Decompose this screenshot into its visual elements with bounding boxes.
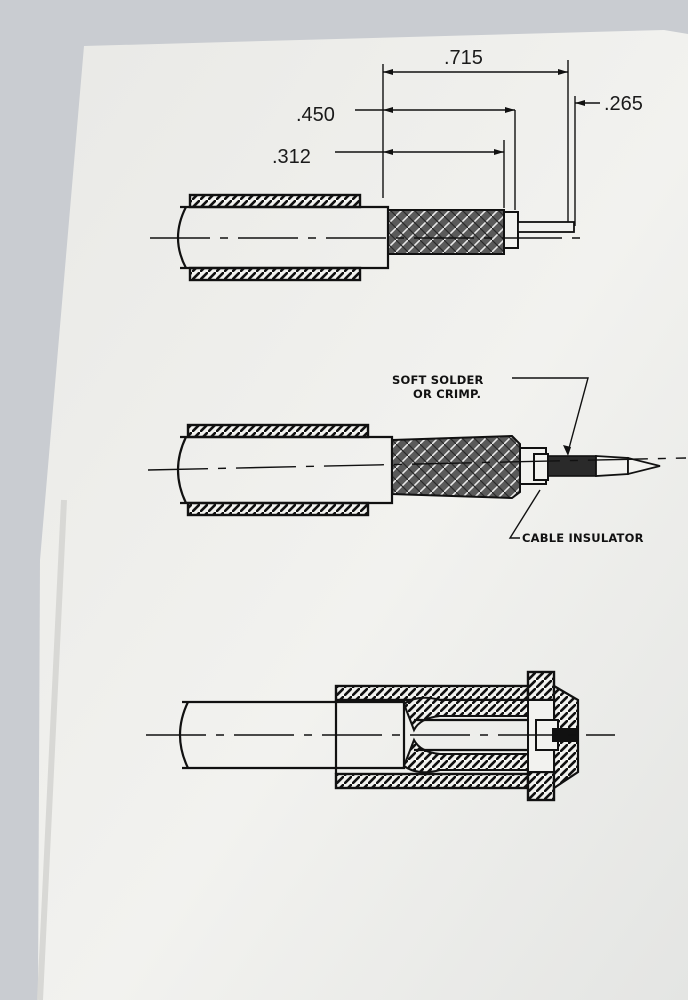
solder-note-line2: OR CRIMP.	[413, 387, 481, 401]
stripped-cable-figure: .715 .450 .312 .265	[150, 47, 643, 282]
assembled-connector-figure	[146, 670, 615, 802]
dim-stripped-length: .450	[296, 104, 335, 126]
solder-note-line1: SOFT SOLDER	[392, 373, 484, 387]
dim-overall: .715	[444, 47, 483, 69]
insulator-label: CABLE INSULATOR	[522, 531, 644, 545]
dim-braid-length: .312	[272, 146, 311, 168]
paper-fold	[37, 499, 67, 1000]
soldered-cable-figure: SOFT SOLDER OR CRIMP. CABLE INSULATOR	[147, 373, 687, 545]
dim-pin-length: .265	[604, 93, 643, 115]
